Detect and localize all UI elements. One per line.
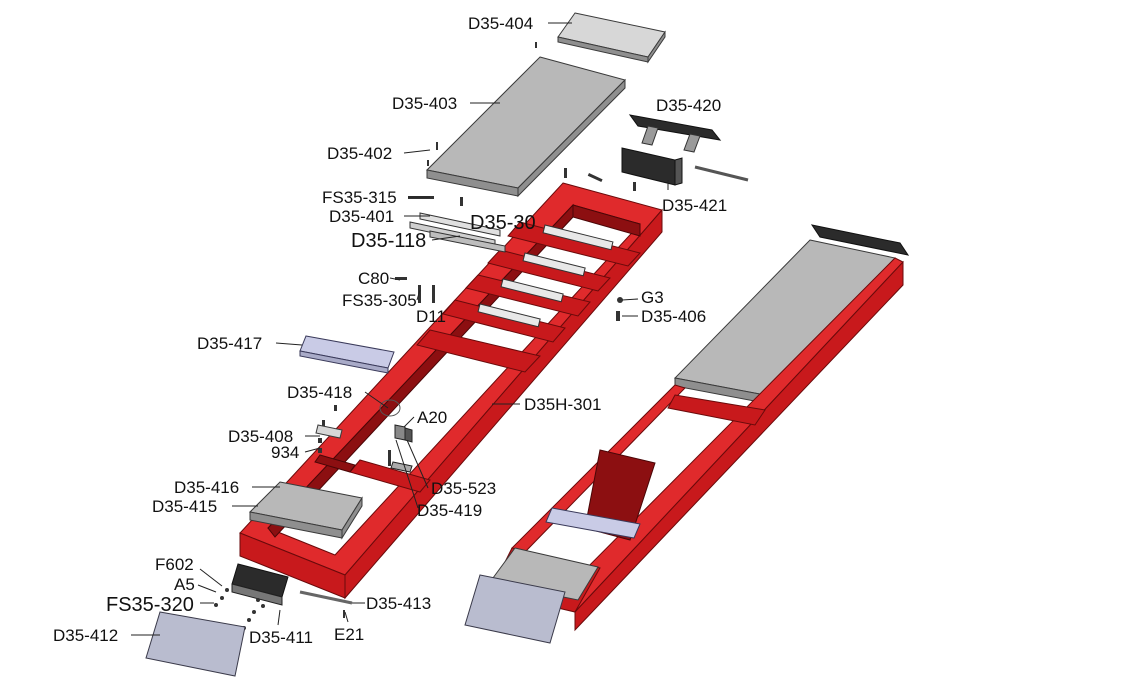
label-fs35-315: FS35-315 bbox=[322, 188, 397, 207]
axle-rod bbox=[694, 165, 749, 182]
slider-rail-assembly bbox=[409, 212, 506, 253]
label-d35-403: D35-403 bbox=[392, 94, 457, 113]
label-d35h-301: D35H-301 bbox=[524, 395, 602, 414]
label-d35-401: D35-401 bbox=[329, 207, 394, 226]
label-d35-118: D35-118 bbox=[351, 230, 426, 252]
label-d35-418: D35-418 bbox=[287, 383, 352, 402]
approach-ramp-plate bbox=[145, 611, 246, 677]
label-d35-404: D35-404 bbox=[468, 14, 533, 33]
part-labels: D35-404 D35-403 D35-402 FS35-315 D35-401… bbox=[53, 14, 727, 647]
label-d35-419: D35-419 bbox=[417, 501, 482, 520]
label-d11: D11 bbox=[416, 307, 446, 326]
label-g3: G3 bbox=[641, 288, 664, 307]
leader-lines bbox=[131, 22, 669, 636]
label-934: 934 bbox=[271, 443, 299, 462]
switch-components bbox=[379, 399, 413, 473]
label-a5: A5 bbox=[174, 575, 195, 594]
right-runway-assembled bbox=[464, 224, 910, 644]
label-fs35-305: FS35-305 bbox=[342, 291, 417, 310]
label-a20: A20 bbox=[417, 408, 447, 427]
label-c80: C80 bbox=[358, 269, 389, 288]
hinge-pin bbox=[299, 590, 353, 605]
end-bracket bbox=[621, 147, 683, 186]
label-d35-412: D35-412 bbox=[53, 626, 118, 645]
label-d35-523: D35-523 bbox=[431, 479, 496, 498]
label-d35-402: D35-402 bbox=[327, 144, 392, 163]
side-cover-tube bbox=[299, 335, 395, 374]
label-d35-415: D35-415 bbox=[152, 497, 217, 516]
small-access-plate bbox=[315, 424, 343, 439]
end-cover-plate bbox=[557, 12, 666, 64]
label-fs35-320: FS35-320 bbox=[106, 594, 194, 616]
label-d35-417: D35-417 bbox=[197, 334, 262, 353]
label-d35-408: D35-408 bbox=[228, 427, 293, 446]
label-d35-413: D35-413 bbox=[366, 594, 431, 613]
front-cover-plate bbox=[248, 481, 363, 540]
label-f602: F602 bbox=[155, 555, 194, 574]
label-d35-30: D35-30 bbox=[470, 212, 536, 234]
label-d35-406: D35-406 bbox=[641, 307, 706, 326]
label-d35-411: D35-411 bbox=[249, 628, 313, 647]
label-d35-420: D35-420 bbox=[656, 96, 721, 115]
ramp-hinge-bracket bbox=[231, 563, 289, 606]
label-d35-421: D35-421 bbox=[662, 196, 727, 215]
turn-plate-bracket bbox=[628, 114, 722, 153]
label-e21: E21 bbox=[334, 625, 364, 644]
label-d35-416: D35-416 bbox=[174, 478, 239, 497]
top-cover-plate bbox=[425, 56, 626, 198]
